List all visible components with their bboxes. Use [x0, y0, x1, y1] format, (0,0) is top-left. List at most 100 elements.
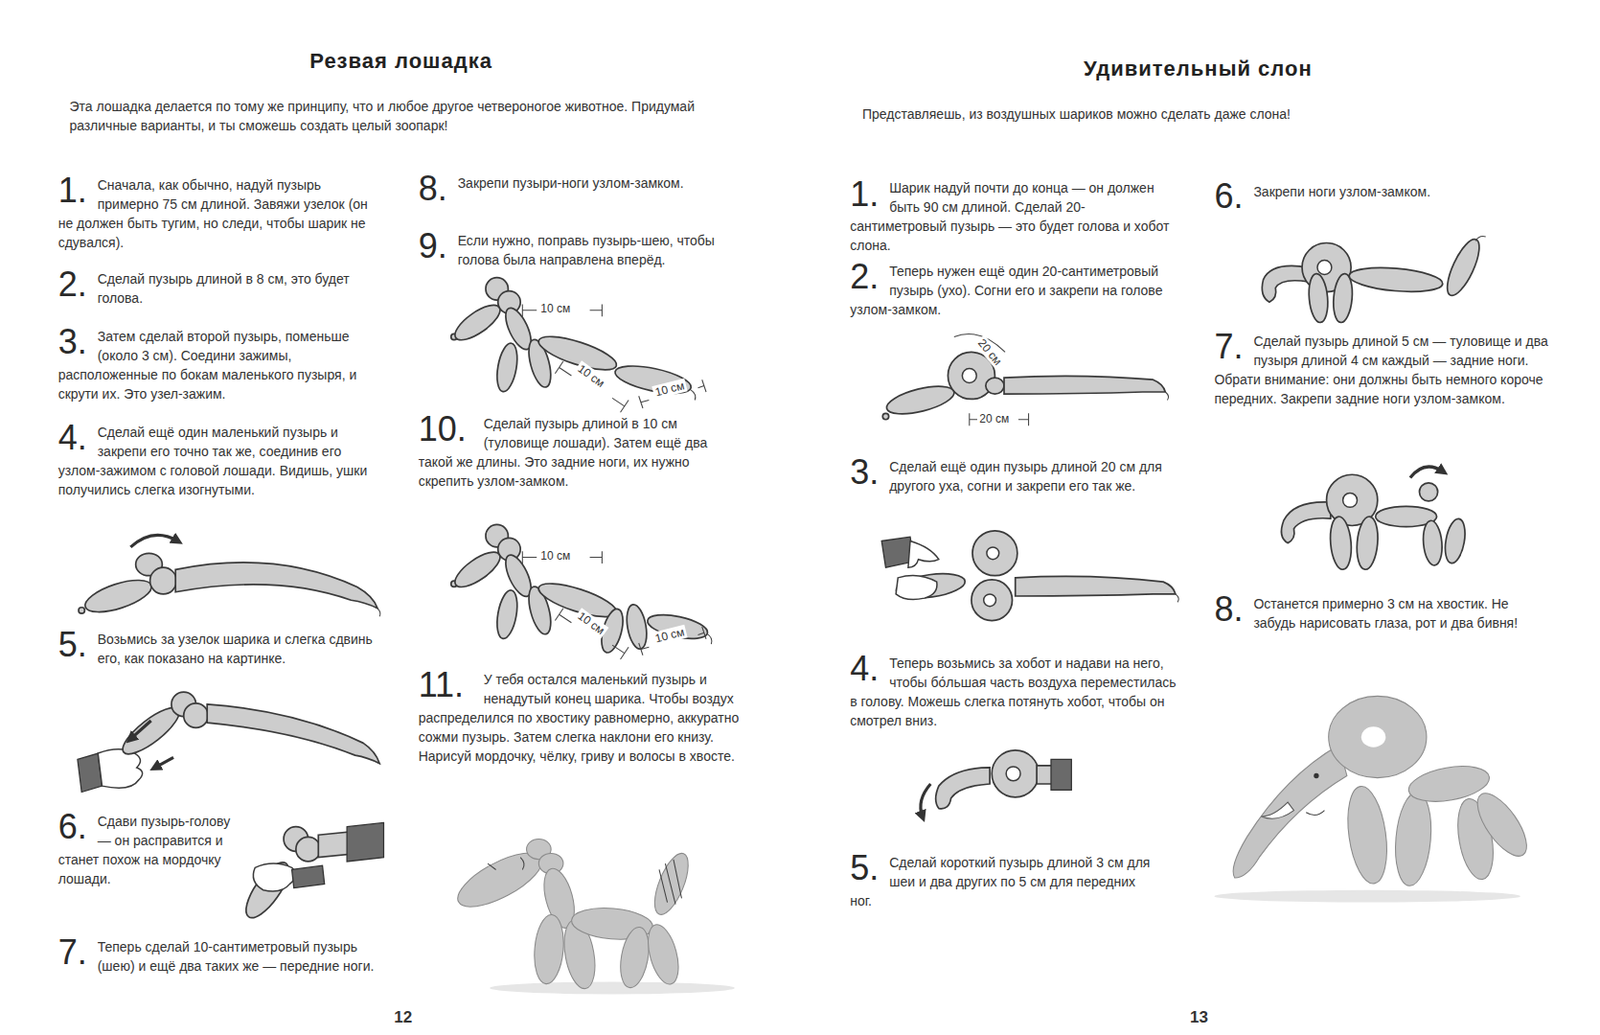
- balloon-figure-step10-part: [493, 588, 521, 640]
- elephant-photo-part: [1342, 783, 1393, 887]
- step-number: 7.: [58, 935, 88, 970]
- horse-photo: [450, 839, 735, 995]
- horse-photo-part: [489, 982, 735, 995]
- balloon-figure-step2-part: [1165, 391, 1168, 401]
- horse-photo-part: [659, 859, 682, 905]
- step-number: 10.: [418, 411, 467, 447]
- balloon-figure-step5-part: [206, 704, 380, 764]
- dimension-label: 10 см: [538, 548, 572, 563]
- step-number: 4.: [58, 420, 88, 456]
- balloon-figure-step7-part: [1327, 515, 1353, 571]
- balloon-figure-step5-part: [97, 749, 142, 788]
- step-text: Сначала, как обычно, надуй пузырь пример…: [58, 175, 384, 252]
- horse-photo-part: [531, 913, 567, 985]
- step-text: Если нужно, поправь пузырь-шею, чтобы го…: [418, 230, 746, 270]
- balloon-figure-step10-part: [623, 602, 650, 650]
- step-text: У тебя остался маленький пузырь и ненаду…: [418, 669, 746, 766]
- balloon-figure-step10: [450, 524, 712, 660]
- balloon-figure-step6-part: [1261, 265, 1308, 302]
- balloon-figure-step7-part: [1418, 482, 1438, 502]
- balloon-figure-step2-part: [985, 377, 1005, 394]
- elephant-photo-part: [1233, 745, 1348, 878]
- balloon-figure-step5-part: [155, 756, 174, 768]
- step-number: 11.: [418, 667, 464, 703]
- balloon-figure-step2-part: [1004, 375, 1166, 394]
- horse-photo-part: [487, 857, 525, 870]
- step-number: 5.: [58, 627, 88, 663]
- elephant-photo-part: [1213, 890, 1521, 903]
- balloon-figure-step7-part: [1441, 517, 1468, 565]
- balloon-figure-step3-part: [1015, 575, 1176, 596]
- step-text: Сделай ещё один маленький пузырь и закре…: [58, 422, 384, 500]
- step-number: 1.: [58, 173, 88, 208]
- balloon-figure-step4-part: [81, 573, 156, 619]
- step-number: 7.: [1213, 329, 1243, 365]
- balloon-figure-step3-part: [908, 540, 939, 568]
- page-heading: Удивительный слон: [1083, 56, 1313, 82]
- balloon-figure-step6-part: [252, 863, 296, 892]
- elephant-photo-part: [1313, 773, 1319, 778]
- balloon-figure-step10-part: [450, 546, 506, 594]
- step-text: Теперь сделай 10-сантиметровый пузырь (ш…: [58, 937, 384, 976]
- horse-photo-part: [642, 920, 685, 987]
- step-text: Сделай пузырь длиной 5 см — туловище и д…: [1213, 331, 1551, 409]
- horse-photo-part: [616, 924, 653, 990]
- step-number: 8.: [1213, 592, 1243, 627]
- step-number: 6.: [58, 809, 88, 845]
- balloon-figure-step9-part: [450, 298, 506, 346]
- balloon-figure-step3-part: [894, 570, 967, 602]
- step-number: 3.: [849, 455, 879, 490]
- balloon-figure-step6-part: [346, 822, 384, 861]
- step-number: 4.: [849, 651, 879, 686]
- elephant-photo-part: [1328, 695, 1427, 778]
- balloon-figure-step3-part: [983, 594, 997, 607]
- balloon-figure-step5-part: [183, 703, 209, 729]
- balloon-figure-step5-part: [130, 720, 151, 739]
- step-text: Теперь возьмись за хобот и надави на нег…: [849, 653, 1179, 731]
- balloon-figure-step10-part: [707, 633, 712, 644]
- step-number: 1.: [849, 177, 879, 212]
- balloon-figure-step9-part: [554, 361, 629, 412]
- elephant-photo: [1213, 695, 1535, 902]
- elephant-photo-part: [1361, 726, 1387, 747]
- elephant-photo-part: [1392, 790, 1436, 888]
- balloon-figure-step2-part: [882, 412, 889, 419]
- step-text: Сдави пузырь-голову — он расправится и с…: [58, 811, 232, 889]
- step-text: Сделай ещё один пузырь длиной 20 см для …: [849, 457, 1179, 496]
- intro-text: Представляешь, из воздушных шариков можн…: [862, 104, 1495, 124]
- step-number: 9.: [418, 228, 448, 264]
- step-number: 2.: [849, 259, 879, 295]
- horse-photo-part: [647, 848, 695, 919]
- balloon-figure-step3: [881, 530, 1179, 621]
- step-text: Сделай короткий пузырь длиной 3 см для ш…: [849, 852, 1157, 911]
- step-number: 6.: [1213, 179, 1243, 214]
- balloon-figure-step9-part: [690, 389, 696, 401]
- balloon-figure-step7-part: [1354, 515, 1380, 571]
- balloon-figure-step6-part: [1440, 235, 1486, 300]
- step-number: 3.: [58, 324, 88, 360]
- step-text: Закрепи пузыри-ноги узлом-замком.: [418, 173, 746, 210]
- balloon-figure-step6-part: [238, 856, 297, 924]
- balloon-figure-step4-part: [936, 767, 990, 809]
- balloon-figure-step9-part: [613, 360, 694, 399]
- balloon-figure-step6: [1261, 235, 1486, 324]
- balloon-figure-step7-part: [1343, 492, 1358, 507]
- elephant-photo-part: [1468, 785, 1536, 864]
- step-text: Останется примерно 3 см на хвостик. Не з…: [1213, 594, 1551, 633]
- balloon-figure-step6-part: [296, 836, 321, 862]
- balloon-figure-step4: [78, 534, 381, 618]
- step-number: 8.: [418, 171, 448, 206]
- dimension-label: 10 см: [538, 301, 572, 316]
- page-heading: Резвая лошадка: [309, 48, 493, 74]
- balloon-figure-step3-part: [971, 579, 1013, 621]
- balloon-figure-step9-part: [493, 342, 521, 394]
- balloon-figure-step4-part: [150, 567, 178, 595]
- balloon-figure-step2-part: [961, 367, 977, 383]
- dimension-label: 20 см: [977, 411, 1011, 426]
- balloon-figure-step4-part: [991, 750, 1039, 798]
- balloon-figure-step6-part: [1475, 236, 1486, 242]
- balloon-figure-step3-part: [972, 530, 1018, 576]
- balloon-figure-step7: [1280, 466, 1468, 571]
- balloon-figure-step2-part: [884, 380, 958, 419]
